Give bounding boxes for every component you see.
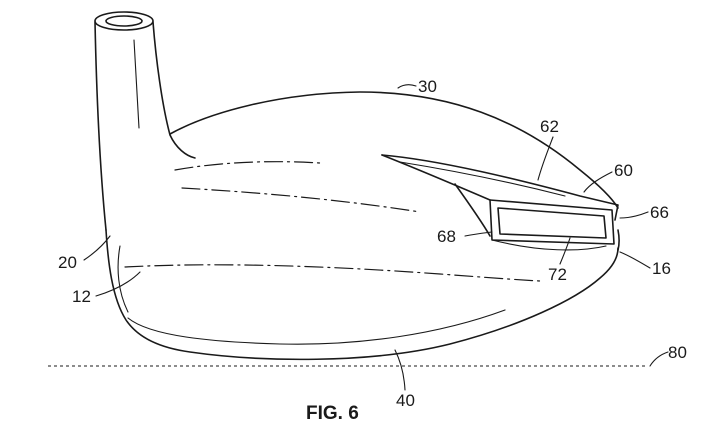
label-30: 30	[418, 77, 437, 96]
label-60: 60	[614, 161, 633, 180]
label-66: 66	[650, 203, 669, 222]
leader-lines	[83, 84, 669, 391]
label-16: 16	[652, 259, 671, 278]
figure-caption: FIG. 6	[306, 403, 359, 424]
label-40: 40	[396, 391, 415, 410]
hosel	[94, 11, 196, 231]
club-head-body	[105, 91, 620, 361]
label-68: 68	[437, 227, 456, 246]
label-12: 12	[72, 287, 91, 306]
label-62: 62	[540, 117, 559, 136]
label-72: 72	[548, 265, 567, 284]
label-20: 20	[58, 253, 77, 272]
reference-labels: 30 62 60 66 68 72 16 20 12 40 80	[58, 77, 687, 410]
label-80: 80	[668, 343, 687, 362]
port-channel	[381, 154, 619, 251]
